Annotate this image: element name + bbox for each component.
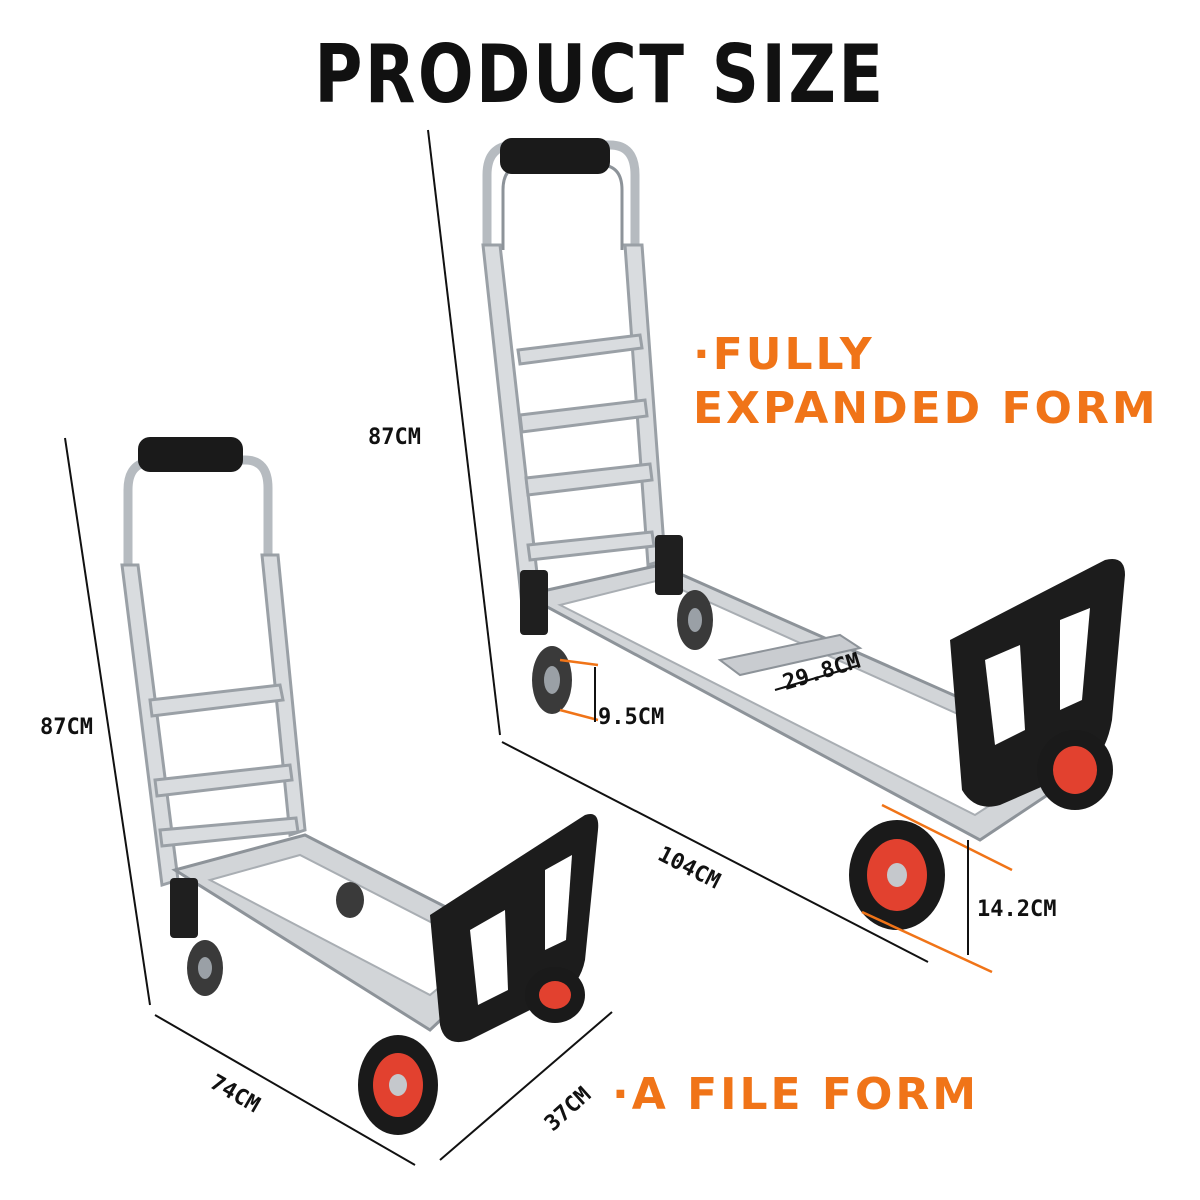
hand-truck-expanded-icon (427, 129, 1125, 974)
expanded-form-label-line2: EXPANDED FORM (693, 383, 1159, 434)
expanded-height-label: 87CM (368, 425, 421, 450)
expanded-form-label-line1: ·FULLY (693, 329, 875, 380)
caster-wheel-icon (170, 878, 364, 996)
expanded-large-wheel-label: 14.2CM (977, 897, 1057, 922)
file-form-label: ·A FILE FORM (612, 1069, 980, 1120)
page-title: PRODUCT SIZE (314, 28, 886, 121)
caster-wheel-icon (520, 535, 713, 714)
hand-truck-folded-icon (64, 437, 613, 1166)
expanded-small-wheel-label: 9.5CM (598, 705, 665, 730)
folded-height-label: 87CM (40, 715, 93, 740)
large-wheel-icon (358, 967, 585, 1135)
large-wheel-icon (849, 730, 1113, 930)
expanded-form-label: ·FULLY EXPANDED FORM (693, 328, 1159, 436)
